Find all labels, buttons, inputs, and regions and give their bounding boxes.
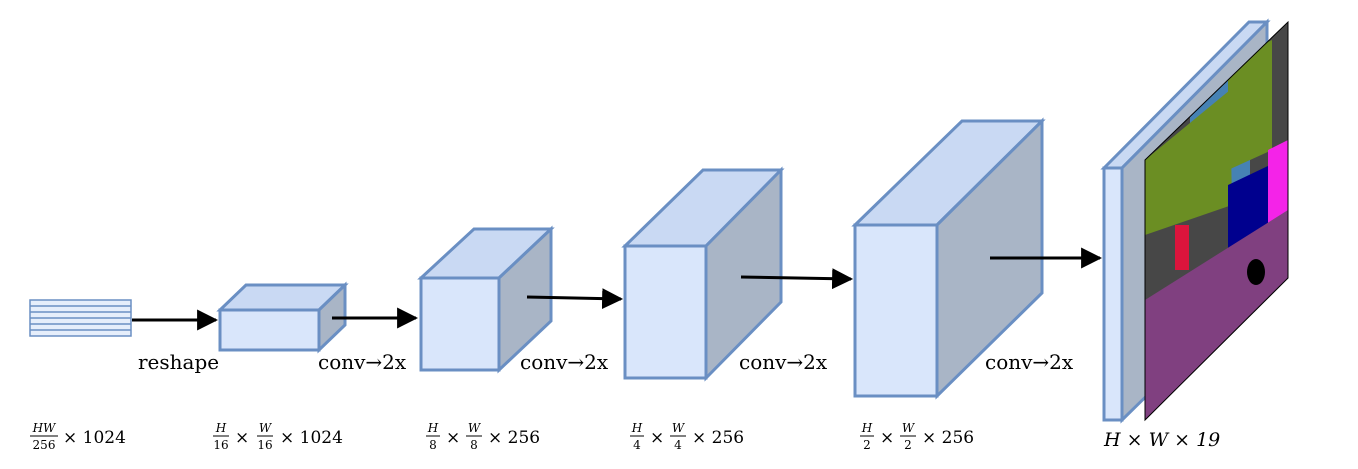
feature-box-3 (621, 166, 785, 382)
conv-label-4: conv→2x (985, 350, 1074, 374)
token-stack (29, 299, 132, 337)
svg-text:× 256: × 256 (488, 428, 540, 448)
feature-box-1 (216, 281, 349, 354)
svg-text:W: W (259, 421, 273, 435)
svg-text:HW: HW (32, 421, 57, 435)
conv-label-2: conv→2x (520, 350, 609, 374)
dim-label-1: H 16 × W 16 × 1024 (213, 421, 343, 452)
svg-text:4: 4 (674, 438, 682, 452)
svg-text:×: × (880, 428, 894, 448)
dim-label-4: H 2 × W 2 × 256 (860, 421, 974, 452)
feature-box-2 (417, 225, 555, 374)
svg-text:H: H (215, 421, 227, 435)
svg-text:H: H (427, 421, 439, 435)
svg-text:W: W (672, 421, 686, 435)
svg-text:8: 8 (429, 438, 437, 452)
conv-label-3: conv→2x (739, 350, 828, 374)
svg-text:W: W (468, 421, 482, 435)
dim-label-3: H 4 × W 4 × 256 (630, 421, 744, 452)
svg-text:2: 2 (904, 438, 912, 452)
dim-label-2: H 8 × W 8 × 256 (426, 421, 540, 452)
arrow-conv-2 (526, 288, 624, 310)
arrow-conv-3 (740, 268, 854, 290)
svg-text:×: × (235, 428, 249, 448)
svg-text:H: H (861, 421, 873, 435)
output-dim-label: H × W × 19 (1103, 429, 1220, 451)
svg-text:× 1024: × 1024 (280, 428, 343, 448)
svg-text:W: W (902, 421, 916, 435)
reshape-label: reshape (138, 350, 219, 374)
svg-text:× 256: × 256 (922, 428, 974, 448)
svg-text:×: × (446, 428, 460, 448)
svg-text:16: 16 (213, 438, 228, 452)
svg-text:2: 2 (863, 438, 871, 452)
svg-text:× 256: × 256 (692, 428, 744, 448)
conv-label-1: conv→2x (318, 350, 407, 374)
svg-text:8: 8 (470, 438, 478, 452)
svg-text:H: H (631, 421, 643, 435)
dim-label-0: HW 256 × 1024 (30, 421, 126, 452)
svg-text:× 1024: × 1024 (63, 428, 126, 448)
svg-text:256: 256 (33, 438, 56, 452)
svg-text:4: 4 (633, 438, 641, 452)
svg-text:16: 16 (257, 438, 272, 452)
svg-text:×: × (650, 428, 664, 448)
feature-box-4 (851, 117, 1046, 400)
